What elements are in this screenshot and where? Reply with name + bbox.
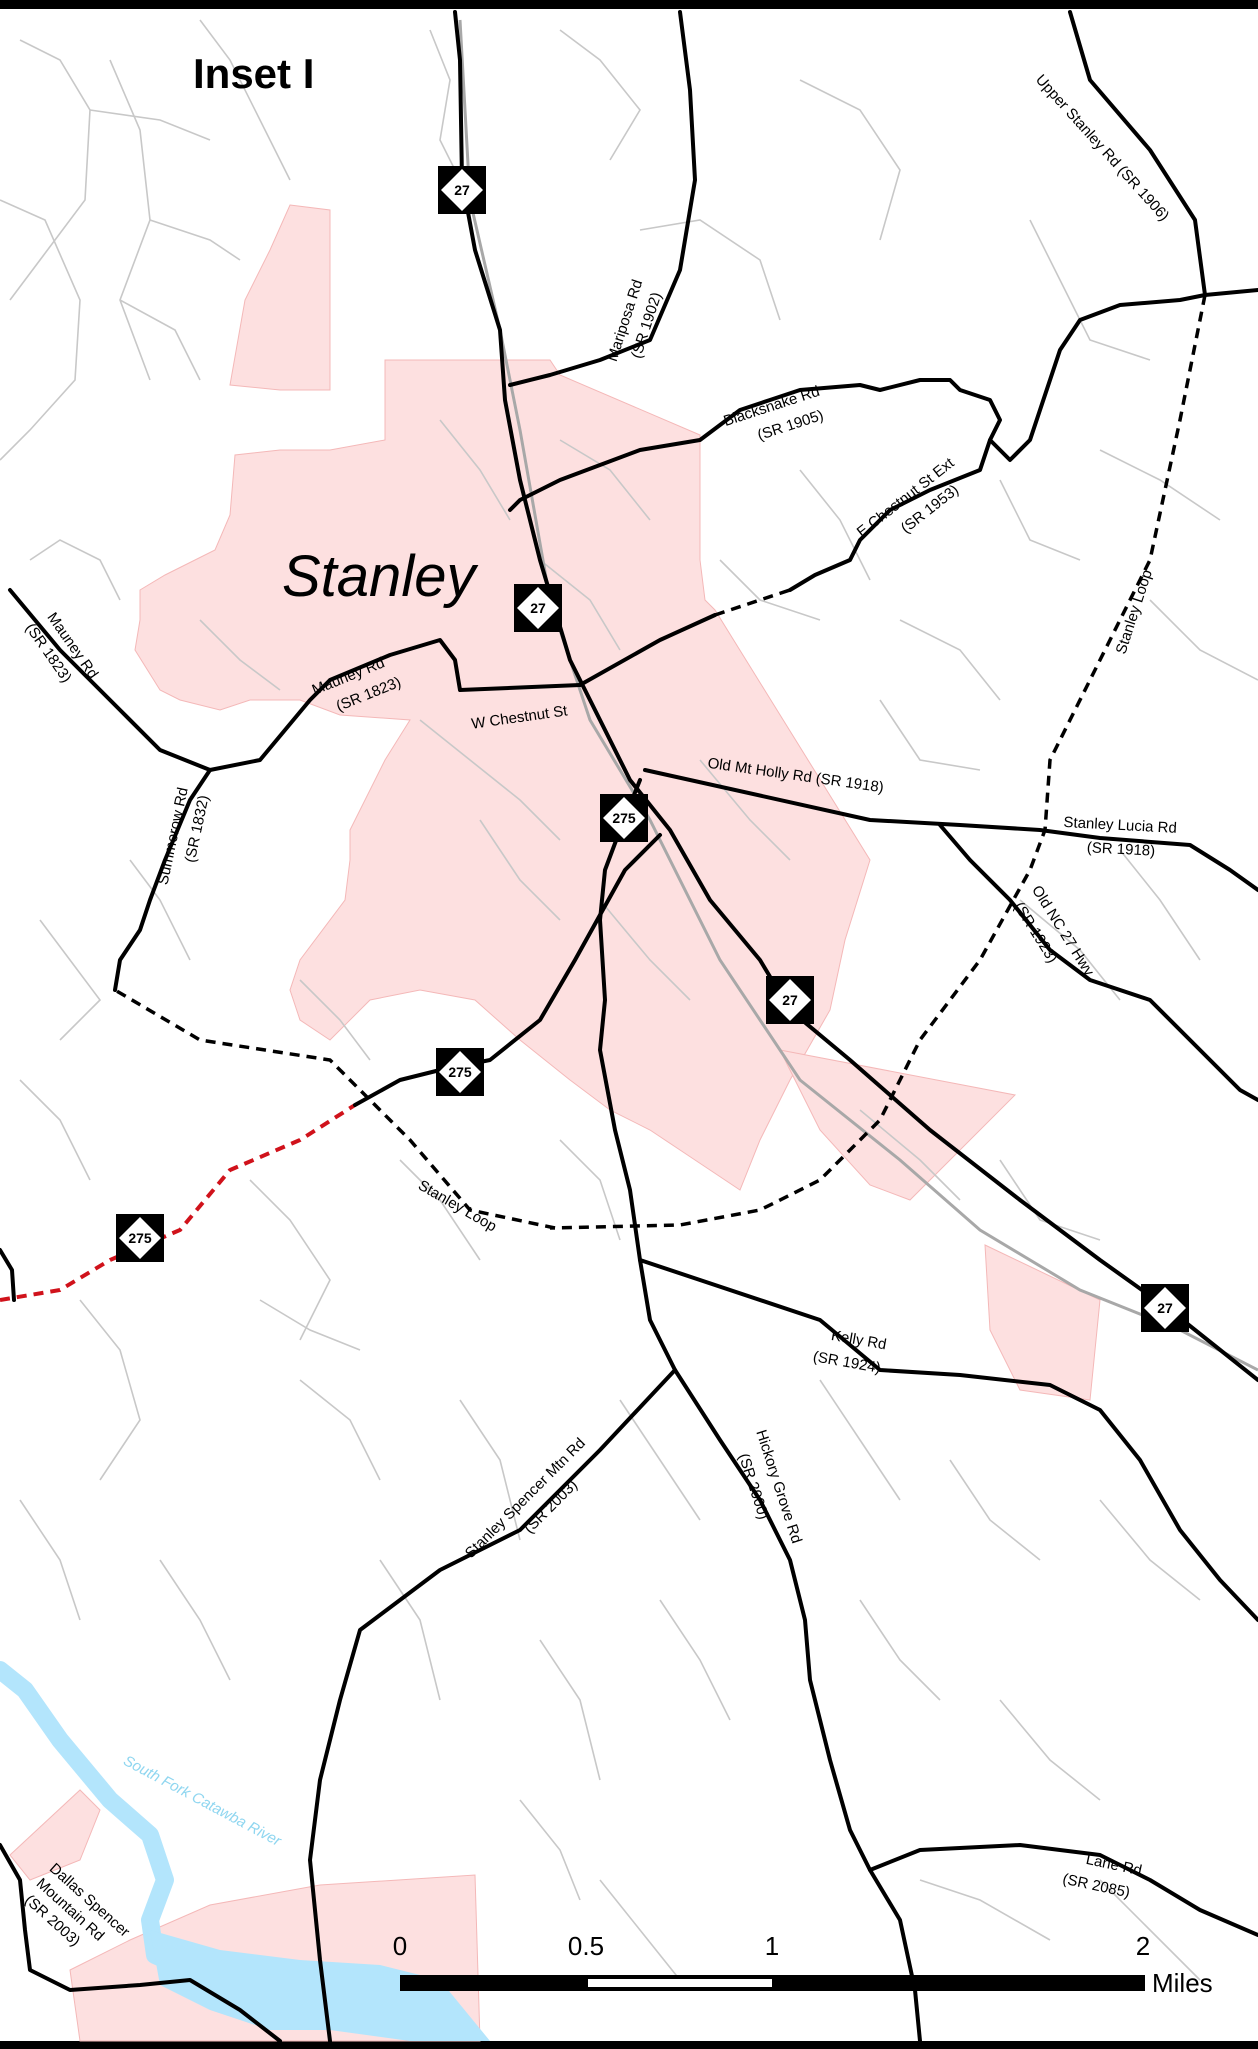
town-limits-southeast <box>779 1049 1017 1201</box>
e-chestnut-st <box>578 613 717 687</box>
old-mt-holly-rd <box>643 768 1258 892</box>
road-label-stanley-lucia: Stanley Lucia Rd (SR 1918) <box>1062 814 1182 861</box>
road-label-hickory-grove: Hickory Grove Rd (SR 2000) <box>729 1428 806 1557</box>
river-lake <box>150 1930 490 2041</box>
road-label-e-chestnut: E Chestnut St Ext (SR 1953) <box>854 452 976 560</box>
road-label-blacksnake: Blacksnake Rd (SR 1905) <box>721 382 833 453</box>
summerow-rd <box>113 768 212 992</box>
river <box>0 1661 490 2041</box>
scale-label-1: 1 <box>765 1931 779 1961</box>
railroad <box>458 19 1258 1372</box>
nc275-shield-west: 275 <box>436 1048 484 1096</box>
road-label-stanley-spencer: Stanley Spencer Mtn Rd (SR 2003) <box>462 1432 609 1579</box>
w-chestnut-st <box>8 588 582 772</box>
scale-bar-outline <box>400 1975 1145 1991</box>
nc275-main <box>598 778 922 2043</box>
shield-number: 27 <box>1157 1300 1173 1316</box>
old-nc27-hwy <box>938 823 1258 1102</box>
nc27-shield-north: 27 <box>438 166 486 214</box>
road-label-lane: Lane Rd (SR 2085) <box>1061 1847 1147 1904</box>
dallas-spencer-mountain-rd <box>0 1843 282 2043</box>
shield-number: 275 <box>128 1230 152 1246</box>
nc27-shield-stanley: 27 <box>514 584 562 632</box>
bottom-border <box>0 2041 1258 2049</box>
town-limits-southwest-1 <box>9 1789 101 1881</box>
shield-number: 27 <box>454 182 470 198</box>
minor-roads <box>0 19 1258 1981</box>
shield-number: 27 <box>782 992 798 1008</box>
town-limits-north <box>229 204 331 391</box>
top-border <box>0 0 1258 9</box>
proposed-nc275-route <box>0 1103 357 1302</box>
e-chestnut-st-ext <box>788 438 992 592</box>
scale-label-0: 0 <box>393 1931 407 1961</box>
shield-number: 275 <box>612 810 636 826</box>
scale-bar-segment-white <box>588 1979 772 1987</box>
road-label-summerow: Summerow Rd (SR 1832) <box>155 782 215 891</box>
scale-label-2: 2 <box>1136 1931 1150 1961</box>
upper-stanley-rd <box>508 10 1207 512</box>
lane-rd <box>868 1843 1258 1937</box>
stanley-loop-east <box>549 294 1207 1230</box>
shield-number: 275 <box>448 1064 472 1080</box>
scale-bar: 0 0.5 1 2 Miles <box>393 1931 1213 1998</box>
stanley-loop-west <box>114 988 556 1230</box>
major-roads <box>0 10 1258 2043</box>
kelly-rd <box>638 1258 1258 1622</box>
inset-title: Inset I <box>193 50 314 97</box>
nc27-shield-south: 27 <box>766 976 814 1024</box>
dashed-roads <box>0 294 1207 1302</box>
nc275-shield-proposed: 275 <box>116 1214 164 1262</box>
shield-number: 27 <box>530 600 546 616</box>
e-chestnut-connector <box>714 588 791 617</box>
stanley-spencer-mtn-rd <box>308 1368 677 2043</box>
road-label-kelly: Kelly Rd (SR 1924) <box>812 1325 892 1378</box>
road-label-stanley-loop-ne: Stanley Loop <box>1113 568 1156 657</box>
nc27-north <box>453 10 1258 1382</box>
nc275-west <box>353 833 662 1107</box>
road-label-old-nc27: Old NC 27 Hwy (SR 1923) <box>1008 883 1100 996</box>
nc275-shield-stanley: 275 <box>600 794 648 842</box>
city-label: Stanley <box>282 544 478 609</box>
stanley-town-limits <box>134 359 871 1191</box>
southwest-edge-road <box>0 1248 16 1302</box>
scale-label-0-5: 0.5 <box>568 1931 604 1961</box>
scale-unit: Miles <box>1152 1968 1213 1998</box>
nc27-shield-east: 27 <box>1141 1284 1189 1332</box>
mariposa-rd <box>508 10 697 387</box>
route-shields: 27 27 27 27 275 275 <box>116 166 1189 1332</box>
upper-stanley-cont <box>1203 288 1258 297</box>
